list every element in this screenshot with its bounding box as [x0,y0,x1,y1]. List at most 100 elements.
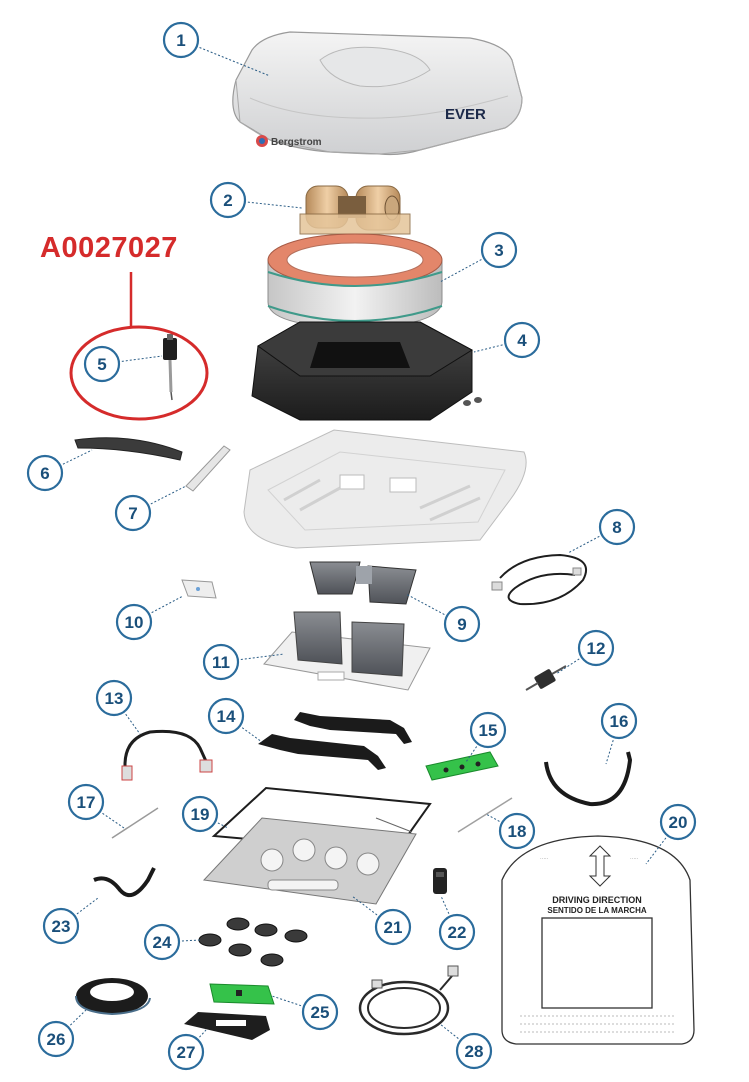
callout-circle [209,181,247,219]
callout-circle [26,454,64,492]
callout-circle [480,231,518,269]
callout-number: 25 [311,1003,330,1022]
part-1-roof-cover: Bergstrom EVER [232,31,523,156]
part-11-duct-plate [263,611,431,691]
part-13-harness [121,729,213,781]
part-6-gasket-strip [74,437,183,461]
part-20-direction-sticker: ·········· DRIVING DIRECTION SENTIDO DE … [501,835,695,1045]
callout-circle [503,321,541,359]
callout-circle [443,605,481,643]
callout-number: 26 [47,1030,66,1049]
part-3-filter-ring [267,233,443,329]
callout-number: 28 [465,1042,484,1061]
callout-14: 14 [207,697,245,735]
callout-number: 18 [508,822,527,841]
callout-number: 13 [105,689,124,708]
part-23-hose [93,867,156,898]
callout-circle [114,494,152,532]
part-4-seal-frame [251,321,482,421]
callout-6: 6 [26,454,64,492]
callout-circle [469,711,507,749]
callout-circle [600,702,638,740]
leader-line-9 [405,593,463,625]
part-26-seal-tape [75,978,151,1016]
callout-number: 4 [517,331,527,350]
callout-26: 26 [37,1020,75,1058]
callout-24: 24 [143,923,181,961]
callout-number: 3 [494,241,503,260]
callout-circle [42,907,80,945]
leader-line-26 [55,1009,87,1040]
callout-circle [577,629,615,667]
leader-line-13 [113,697,141,735]
callout-3: 3 [480,231,518,269]
callout-number: 20 [669,813,688,832]
callout-number: 21 [384,918,403,937]
callout-circle [438,913,476,951]
leader-line-16 [605,720,620,765]
callout-circle [598,508,636,546]
callout-circle [83,345,121,383]
callout-28: 28 [455,1032,493,1070]
callout-number: 12 [587,639,606,658]
leader-line-22 [440,895,458,933]
brand-logo: Bergstrom [271,137,322,148]
callout-number: 8 [612,518,621,537]
leader-line-28 [439,1023,475,1052]
callout-23: 23 [42,907,80,945]
leader-line-15 [465,729,489,763]
callout-18: 18 [498,812,536,850]
callout-9: 9 [443,605,481,643]
callout-circle [95,679,133,717]
callout-circle [115,603,153,641]
part-7-bracket [185,445,231,492]
callout-number: 16 [610,712,629,731]
part-21-mounting-plate [202,817,417,905]
part-27-cover-strip [184,1012,270,1040]
part-22-remote [433,868,447,894]
part-5-sensor-probe [163,334,177,401]
leader-line-11 [220,653,285,663]
leader-line-14 [225,715,263,743]
callout-17: 17 [67,783,105,821]
callout-2: 2 [209,181,247,219]
callout-number: 27 [177,1043,196,1062]
callout-1: 1 [162,21,200,59]
part-24-grommets [198,917,308,967]
part-18-rod [457,797,513,833]
part-12-valve [525,665,567,691]
base-plate [243,429,527,549]
callout-16: 16 [600,702,638,740]
leader-line-3 [439,249,500,283]
callout-number: 15 [479,721,498,740]
highlighted-part-code: A0027027 [40,232,178,264]
callout-circle [207,697,245,735]
callout-number: 14 [217,707,236,726]
callout-number: 23 [52,917,71,936]
callout-19: 19 [181,795,219,833]
callout-circle [301,993,339,1031]
part-16-hose [544,751,633,807]
sticker-heading-2: SENTIDO DE LA MARCHA [547,906,646,915]
callout-number: 19 [191,805,210,824]
part-17-rod [111,807,159,839]
callout-number: 17 [77,793,96,812]
callout-15: 15 [469,711,507,749]
callout-10: 10 [115,603,153,641]
callout-circle [659,803,697,841]
callout-circle [37,1020,75,1058]
part-15-pcb [425,751,499,781]
callout-circle [455,1032,493,1070]
callout-8: 8 [598,508,636,546]
callout-circle [202,643,240,681]
callout-circle [67,783,105,821]
callout-number: 24 [153,933,172,952]
callout-12: 12 [577,629,615,667]
callout-25: 25 [301,993,339,1031]
svg-text:·····: ····· [630,856,639,862]
callout-4: 4 [503,321,541,359]
callout-circle [143,923,181,961]
highlight-circle [69,325,209,421]
part-8-cable [491,553,588,606]
